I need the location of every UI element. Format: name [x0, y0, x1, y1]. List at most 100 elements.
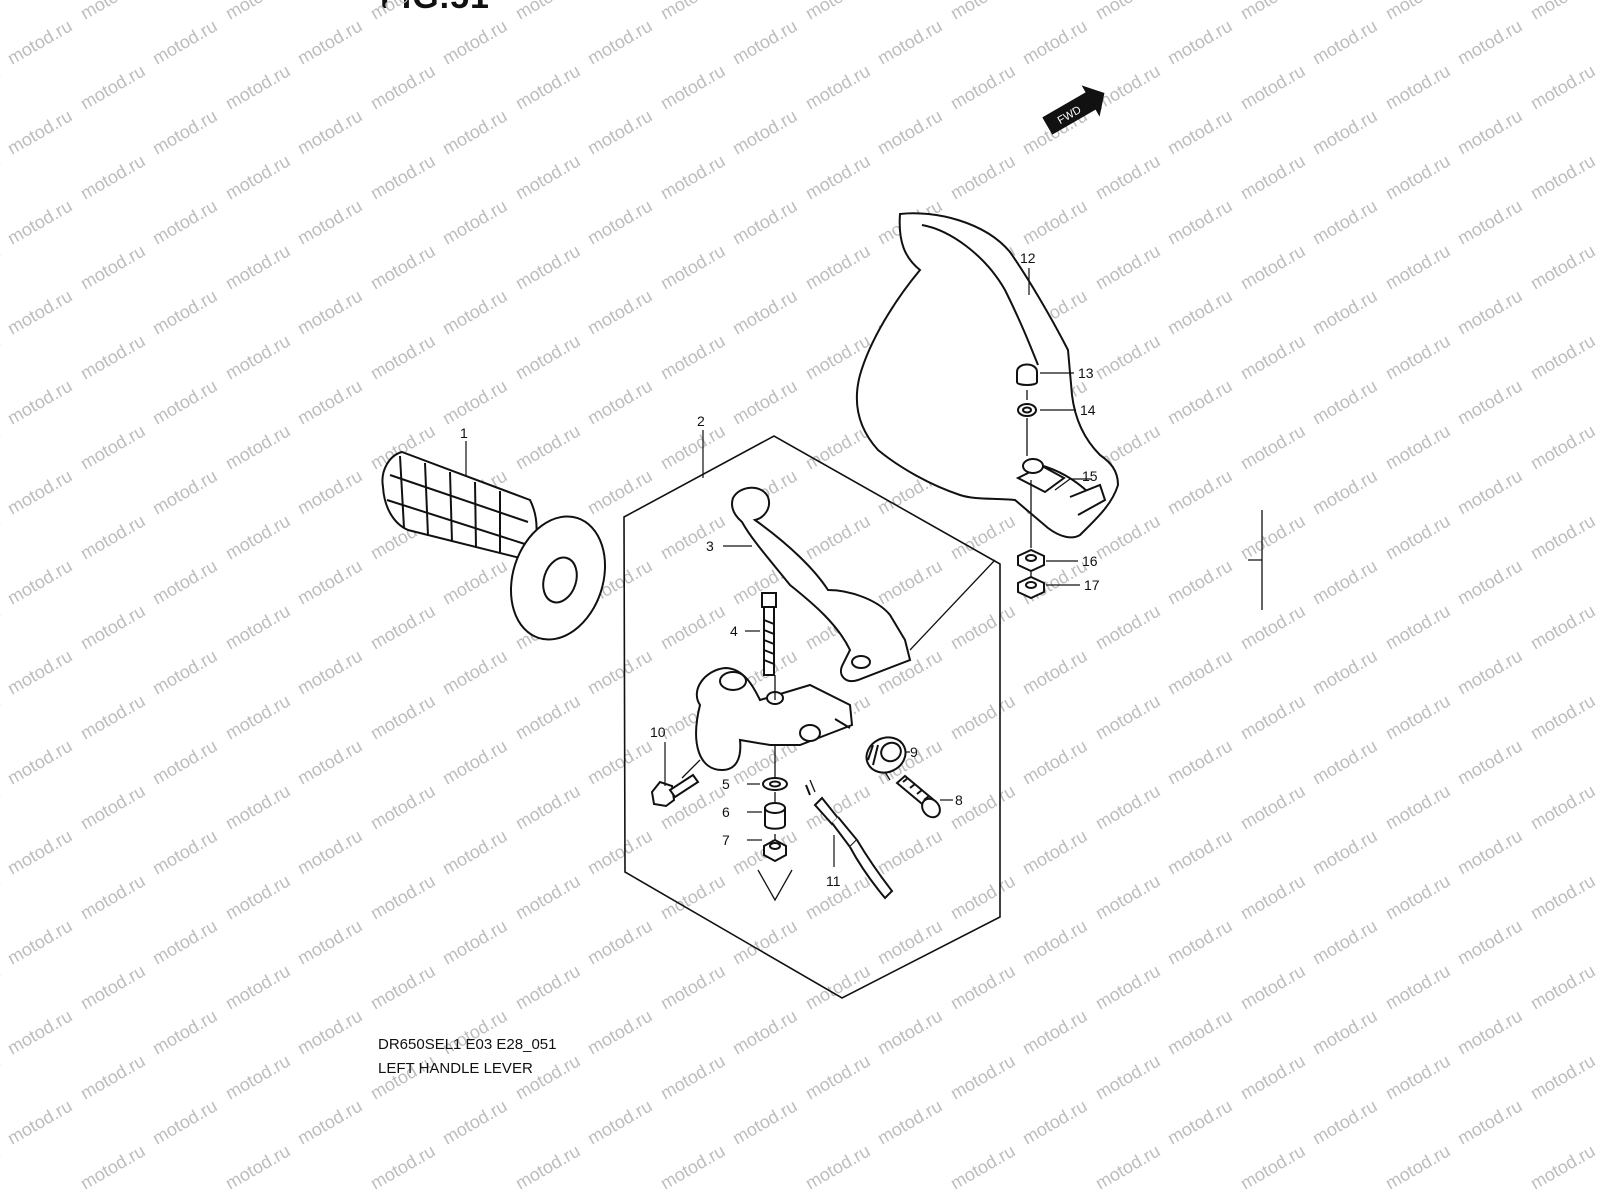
watermark-text: motod.ru — [439, 826, 511, 879]
watermark-text: motod.ru — [584, 16, 656, 69]
watermark-text: motod.ru — [1164, 916, 1236, 969]
watermark-text: motod.ru — [294, 106, 366, 159]
watermark-text: motod.ru — [512, 871, 584, 924]
watermark-text: motod.ru — [729, 196, 801, 249]
watermark-text: motod.ru — [1019, 826, 1091, 879]
watermark-text: motod.ru — [1092, 511, 1164, 564]
watermark-text: motod.ru — [0, 331, 4, 384]
watermark-text: motod.ru — [1309, 736, 1381, 789]
watermark-text: motod.ru — [222, 781, 294, 834]
watermark-text: motod.ru — [1092, 1051, 1164, 1104]
watermark-text: motod.ru — [584, 646, 656, 699]
watermark-text: motod.ru — [1527, 331, 1599, 384]
watermark-text: motod.ru — [439, 916, 511, 969]
watermark-text: motod.ru — [1309, 286, 1381, 339]
watermark-text: motod.ru — [1309, 1096, 1381, 1149]
watermark-text: motod.ru — [802, 151, 874, 204]
watermark-text: motod.ru — [1237, 691, 1309, 744]
watermark-text: motod.ru — [1237, 151, 1309, 204]
callout-12: 12 — [1020, 250, 1036, 266]
watermark-text: motod.ru — [947, 1141, 1019, 1194]
watermark-text: motod.ru — [1382, 421, 1454, 474]
clamp-bolt-part — [650, 773, 700, 808]
watermark-text: motod.ru — [512, 0, 584, 23]
watermark-text: motod.ru — [1164, 286, 1236, 339]
model-code: DR650SEL1 E03 E28_051 — [378, 1036, 557, 1053]
watermark-text: motod.ru — [439, 646, 511, 699]
watermark-text: motod.ru — [1527, 421, 1599, 474]
handguard-part — [855, 212, 1120, 539]
watermark-text: motod.ru — [1309, 826, 1381, 879]
watermark-text: motod.ru — [584, 376, 656, 429]
watermark-text: motod.ru — [584, 286, 656, 339]
watermark-text: motod.ru — [367, 151, 439, 204]
callout-6: 6 — [722, 804, 730, 820]
watermark-text: motod.ru — [4, 106, 76, 159]
watermark-text: motod.ru — [222, 0, 294, 23]
watermark-text: motod.ru — [1527, 871, 1599, 924]
watermark-text: motod.ru — [149, 646, 221, 699]
watermark-text: motod.ru — [512, 691, 584, 744]
watermark-text: motod.ru — [947, 691, 1019, 744]
watermark-text: motod.ru — [294, 376, 366, 429]
watermark-text: motod.ru — [1527, 1051, 1599, 1104]
callout-16: 16 — [1082, 553, 1098, 569]
watermark-text: motod.ru — [1092, 61, 1164, 114]
watermark-text: motod.ru — [439, 286, 511, 339]
watermark-text: motod.ru — [0, 691, 4, 744]
watermark-text: motod.ru — [729, 106, 801, 159]
watermark-text: motod.ru — [1092, 241, 1164, 294]
watermark-text: motod.ru — [222, 61, 294, 114]
watermark-text: motod.ru — [439, 376, 511, 429]
watermark-text: motod.ru — [0, 781, 4, 834]
watermark-text: motod.ru — [0, 421, 4, 474]
watermark-text: motod.ru — [77, 601, 149, 654]
watermark-text: motod.ru — [1237, 871, 1309, 924]
watermark-text: motod.ru — [584, 196, 656, 249]
watermark-text: motod.ru — [439, 1096, 511, 1149]
watermark-text: motod.ru — [657, 61, 729, 114]
watermark-text: motod.ru — [1092, 1141, 1164, 1194]
watermark-text: motod.ru — [77, 511, 149, 564]
watermark-text: motod.ru — [947, 1051, 1019, 1104]
watermark-text: motod.ru — [1454, 916, 1526, 969]
watermark-text: motod.ru — [367, 961, 439, 1014]
watermark-text: motod.ru — [4, 376, 76, 429]
watermark-text: motod.ru — [1092, 601, 1164, 654]
watermark-text: motod.ru — [4, 1006, 76, 1059]
watermark-text: motod.ru — [1382, 1051, 1454, 1104]
watermark-text: motod.ru — [77, 961, 149, 1014]
watermark-text: motod.ru — [1454, 196, 1526, 249]
watermark-text: motod.ru — [149, 736, 221, 789]
watermark-text: motod.ru — [222, 601, 294, 654]
watermark-text: motod.ru — [1309, 376, 1381, 429]
watermark-text: motod.ru — [874, 1006, 946, 1059]
watermark-text: motod.ru — [1092, 781, 1164, 834]
watermark-text: motod.ru — [1092, 151, 1164, 204]
watermark-text: motod.ru — [1454, 286, 1526, 339]
watermark-text: motod.ru — [439, 736, 511, 789]
watermark-text: motod.ru — [657, 511, 729, 564]
watermark-text: motod.ru — [657, 961, 729, 1014]
watermark-text: motod.ru — [1237, 61, 1309, 114]
watermark-text: motod.ru — [1019, 916, 1091, 969]
watermark-text: motod.ru — [0, 961, 4, 1014]
watermark-text: motod.ru — [1527, 601, 1599, 654]
watermark-text: motod.ru — [1092, 331, 1164, 384]
watermark-text: motod.ru — [294, 466, 366, 519]
watermark-text: motod.ru — [1164, 736, 1236, 789]
watermark-text: motod.ru — [874, 106, 946, 159]
watermark-text: motod.ru — [1309, 196, 1381, 249]
diagram-caption: LEFT HANDLE LEVER — [378, 1060, 533, 1077]
watermark-text: motod.ru — [1309, 556, 1381, 609]
watermark-text: motod.ru — [947, 151, 1019, 204]
watermark-text: motod.ru — [1382, 0, 1454, 23]
watermark-text: motod.ru — [1237, 241, 1309, 294]
watermark-text: motod.ru — [947, 511, 1019, 564]
callout-11: 11 — [826, 873, 841, 889]
watermark-text: motod.ru — [1092, 961, 1164, 1014]
watermark-text: motod.ru — [1527, 151, 1599, 204]
watermark-text: motod.ru — [4, 646, 76, 699]
watermark-text: motod.ru — [1237, 781, 1309, 834]
watermark-text: motod.ru — [1454, 556, 1526, 609]
